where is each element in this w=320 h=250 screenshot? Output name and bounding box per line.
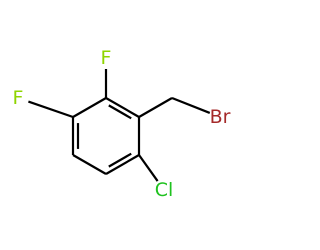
atom-label-cl: Cl xyxy=(155,179,174,201)
bond-C1-C2 xyxy=(105,97,140,118)
bond-layer xyxy=(28,69,211,182)
atom-label-f1: F xyxy=(101,47,112,69)
bond-CH2-Br xyxy=(171,96,211,114)
bond-C5-C6-inner xyxy=(108,152,132,168)
atom-label-br: Br xyxy=(210,106,231,128)
bond-C5-C6 xyxy=(105,154,140,175)
bond-C6-Cl xyxy=(138,154,159,182)
bond-C4-C5 xyxy=(72,154,107,175)
bond-C3-F2 xyxy=(28,100,74,119)
bond-C1-CH2 xyxy=(138,97,173,118)
bond-C2-C3 xyxy=(72,97,107,118)
atom-label-f2: F xyxy=(13,87,24,109)
bond-C1-C2-inner xyxy=(108,104,132,120)
